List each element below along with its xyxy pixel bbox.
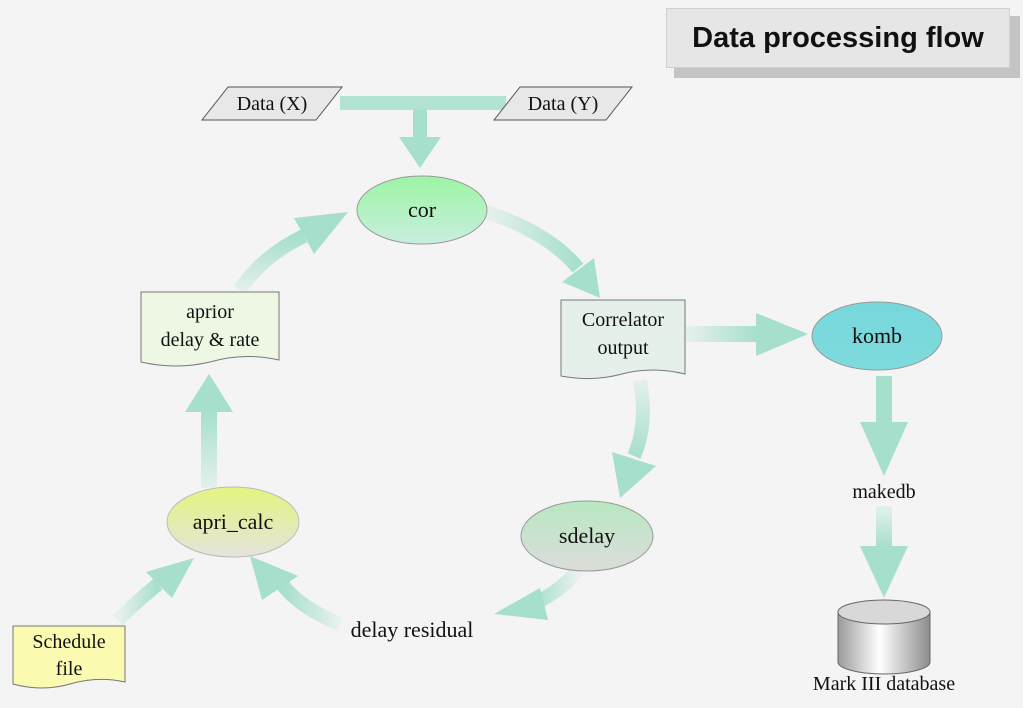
mark3-database-label: Mark III database <box>812 673 956 695</box>
schedule-to-apricalc-arrowhead <box>146 558 194 598</box>
correlator-output-shape <box>560 299 686 380</box>
data-y-label: Data (Y) <box>527 93 599 115</box>
aprior-label-line2: delay & rate <box>160 329 260 351</box>
apricalc-node-shape <box>166 486 300 558</box>
apricalc-to-aprior-arrow <box>201 410 217 488</box>
cor-label: cor <box>407 197 437 222</box>
makedb-to-database-arrowhead <box>860 546 908 598</box>
komb-to-makedb-arrowhead <box>860 422 908 476</box>
schedule-file-label-line2: file <box>55 658 83 680</box>
apricalc-label: apri_calc <box>192 509 274 534</box>
makedb-label: makedb <box>852 481 916 503</box>
data-x-shape <box>200 86 344 121</box>
aprior-label-line1: aprior <box>186 301 234 323</box>
data-to-cor-arrowhead <box>399 137 441 168</box>
schedule-file-label-line1: Schedule <box>32 631 106 653</box>
apricalc-to-aprior-arrowhead <box>185 374 233 412</box>
correlator-to-komb-arrow <box>684 326 758 342</box>
aprior-to-cor-arrowhead <box>294 212 348 254</box>
delay-residual-label: delay residual <box>350 617 474 642</box>
data-y-shape <box>492 86 634 121</box>
aprior-shape <box>140 291 280 367</box>
komb-label: komb <box>851 323 903 348</box>
cor-node-shape <box>356 175 488 245</box>
aprior-to-cor-arrow <box>234 229 308 294</box>
data-merge-stem <box>413 110 427 138</box>
data-merge-bar <box>340 96 506 110</box>
correlator-output-label-line1: Correlator <box>581 309 665 331</box>
sdelay-label: sdelay <box>558 523 616 548</box>
database-cylinder-top <box>837 599 931 625</box>
residual-to-apricalc-arrow <box>276 579 343 631</box>
correlator-output-label-line2: output <box>597 337 649 359</box>
schedule-file-shape <box>12 625 126 689</box>
cor-to-correlator-arrow <box>483 205 584 273</box>
data-x-label: Data (X) <box>236 93 308 115</box>
database-cylinder-body <box>837 612 931 675</box>
correlator-to-komb-arrowhead <box>756 313 808 356</box>
residual-to-apricalc-arrowhead <box>250 556 298 600</box>
cor-to-correlator-arrowhead <box>562 258 600 298</box>
sdelay-to-residual-arrowhead <box>494 588 548 620</box>
schedule-to-apricalc-arrow <box>113 578 163 625</box>
correlator-to-sdelay-arrow <box>627 378 650 459</box>
makedb-to-database-arrow <box>876 506 892 548</box>
correlator-to-sdelay-arrowhead <box>612 452 656 498</box>
komb-to-makedb-arrow <box>876 376 892 424</box>
sdelay-node-shape <box>520 500 654 572</box>
diagram-title: Data processing flow <box>666 8 1010 68</box>
komb-node-shape <box>811 301 943 371</box>
